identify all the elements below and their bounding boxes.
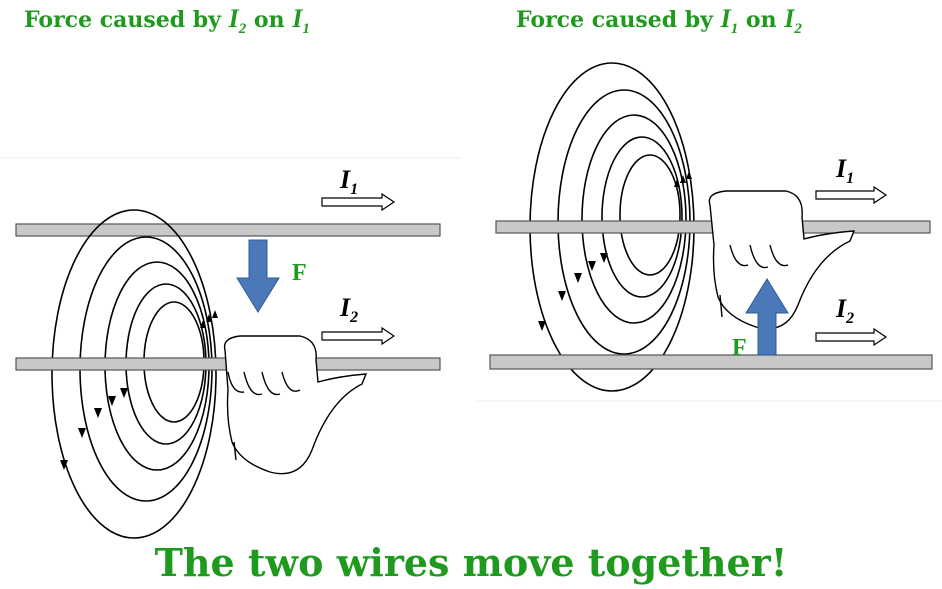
title-right: Force caused by I1 on I2 (516, 4, 802, 38)
field-arrow (686, 171, 692, 179)
field-arrow (538, 321, 546, 331)
field-arrow (574, 273, 582, 283)
current-symbol: I2 (228, 4, 247, 38)
title-left: Force caused by I2 on I1 (24, 4, 310, 38)
field-arrow (600, 253, 608, 263)
force-arrow-up (745, 278, 789, 356)
field-arrow (674, 179, 680, 187)
field-arrow (94, 408, 102, 418)
force-arrow-down (236, 239, 280, 313)
current-1-arrow-icon (321, 192, 396, 212)
field-arrow (200, 320, 206, 328)
field-arrow (60, 460, 68, 470)
diagram-left-svg: F I1 I2 (0, 157, 460, 539)
current-2-label: I2 (835, 294, 854, 327)
right-hand-icon (708, 190, 856, 330)
field-direction-arrows (60, 310, 218, 470)
current-2-label: I2 (339, 293, 358, 326)
diagram-right-svg: F I1 I2 (474, 62, 942, 402)
field-loop (619, 154, 681, 276)
current-1-label: I1 (835, 154, 854, 187)
conclusion-text: The two wires move together! (154, 540, 788, 585)
field-loop (51, 209, 217, 539)
current-symbol: I1 (720, 4, 739, 38)
field-arrow (588, 261, 596, 271)
current-1-arrow-icon (815, 185, 888, 205)
field-arrow (108, 396, 116, 406)
right-hand-icon (223, 335, 368, 475)
current-1-label: I1 (339, 165, 358, 198)
diagram-right: F I1 I2 (470, 55, 942, 410)
field-direction-arrows (538, 171, 692, 331)
field-loop (601, 136, 683, 298)
field-arrow (206, 314, 212, 322)
field-arrow (680, 175, 686, 183)
wire-2 (489, 354, 933, 370)
field-arrow (212, 310, 218, 318)
current-symbol: I1 (292, 4, 310, 38)
field-loop (581, 114, 687, 324)
diagram-left: F I1 I2 (0, 150, 460, 540)
field-arrow (78, 428, 86, 438)
current-2-arrow-icon (321, 326, 396, 346)
force-label: F (292, 260, 307, 286)
magnetic-field-loops (51, 209, 217, 539)
current-symbol: I2 (784, 4, 802, 38)
current-2-arrow-icon (815, 327, 888, 347)
field-arrow (120, 388, 128, 398)
wire-1 (15, 223, 441, 237)
force-label: F (732, 335, 747, 361)
field-arrow (558, 291, 566, 301)
